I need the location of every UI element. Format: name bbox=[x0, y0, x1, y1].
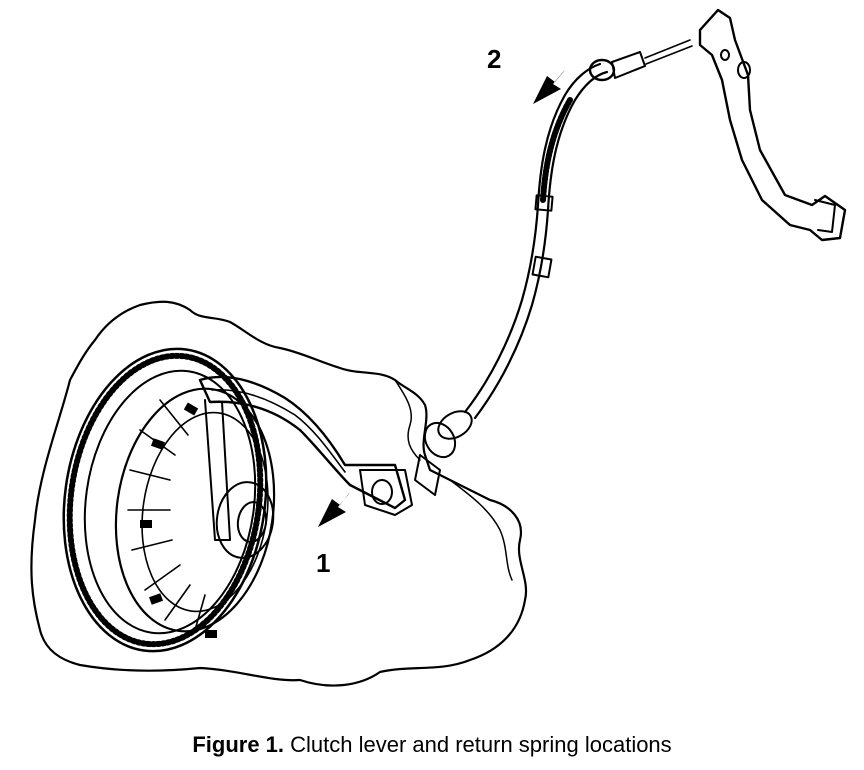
clutch-lever bbox=[198, 375, 413, 541]
clutch-diagram: 1 2 bbox=[30, 8, 847, 687]
figure-caption: Figure 1. Clutch lever and return spring… bbox=[0, 732, 864, 758]
clutch-cable bbox=[414, 39, 693, 496]
housing-contour bbox=[394, 379, 421, 461]
pressure-plate bbox=[114, 387, 276, 638]
transmission-housing-outline bbox=[30, 300, 528, 687]
caption-text: Clutch lever and return spring locations bbox=[290, 732, 672, 757]
callout-2: 2 bbox=[487, 44, 501, 74]
arrow-1 bbox=[318, 492, 350, 527]
flywheel bbox=[62, 347, 268, 653]
callout-1: 1 bbox=[316, 548, 330, 578]
housing-contour-lower bbox=[449, 479, 513, 581]
clutch-pedal bbox=[698, 8, 847, 242]
figure-number: Figure 1. bbox=[192, 732, 285, 757]
arrow-2 bbox=[533, 70, 565, 104]
